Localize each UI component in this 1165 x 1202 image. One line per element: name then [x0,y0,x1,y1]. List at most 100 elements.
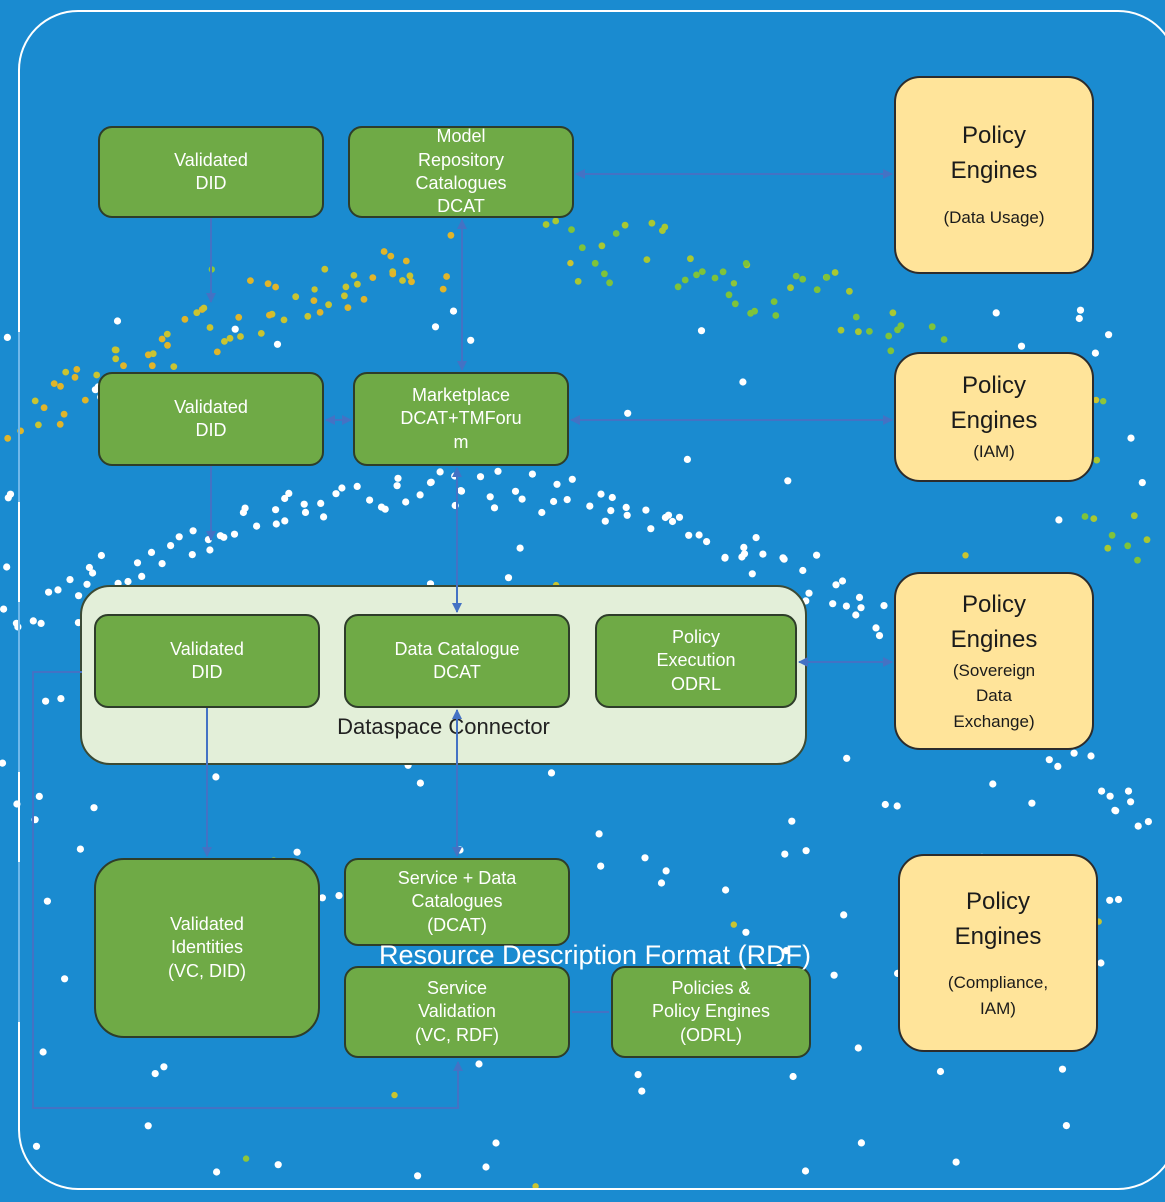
background-dot [928,323,936,331]
background-dot [31,397,39,405]
background-dot [200,304,208,312]
background-dot [697,327,706,335]
background-dot [3,333,11,341]
background-dot [547,769,556,777]
background-dot [889,309,897,317]
background-dot [366,496,374,504]
background-dot [264,280,272,288]
background-dot [854,1044,862,1052]
validated-did-mid-line: DID [195,420,227,440]
background-dot [880,602,888,610]
background-dot [504,574,513,582]
background-dot [730,921,737,928]
background-dot [285,489,293,497]
background-dot [805,589,813,597]
policy-engines-title: Engines [950,157,1038,185]
background-dot [516,544,524,552]
background-dot [147,548,156,557]
background-dot [81,396,89,404]
background-dot [1055,516,1063,524]
background-dot [752,534,760,542]
background-dot [311,286,318,293]
background-dot [725,291,733,299]
background-dot [402,498,410,506]
background-dot [414,1172,422,1180]
service-data-catalogues-line: Service + Data [397,867,517,888]
background-dot [206,546,214,554]
background-dot [66,576,74,584]
background-dot [731,300,739,308]
background-dot [292,293,300,301]
background-dot [799,566,807,575]
background-dot [213,348,221,356]
background-dot [427,478,435,486]
background-dot [1087,752,1095,760]
background-dot [781,850,789,858]
background-dot [0,605,8,613]
policy-engines-title: Engines [950,625,1038,653]
background-dot [780,555,788,563]
background-dot [325,301,332,309]
policy-execution-line: Execution [656,650,736,671]
policy-engines-iam: Policy Engines (IAM) [894,352,1094,482]
background-dot [158,560,166,568]
background-dot [597,490,605,498]
background-dot [1090,515,1098,522]
background-dot [1081,513,1089,520]
background-dot [606,279,613,287]
background-dot [164,341,171,349]
background-dot [321,265,329,273]
background-dot [657,879,666,887]
background-dot [518,495,526,503]
background-dot [1070,749,1078,757]
background-dot [542,221,550,228]
background-dot [350,272,358,279]
background-dot [830,971,838,979]
frame-side-line [18,602,20,772]
background-dot [112,346,120,354]
background-dot [638,1087,646,1095]
service-validation-line: Validation [418,1001,496,1022]
background-dot [1092,396,1100,404]
background-dot [591,259,599,267]
rdf-footer-label: Resource Description Format (RDF) [378,940,812,970]
model-repository-box: Model Repository Catalogues DCAT [348,126,574,218]
policy-engines-title: Policy [965,887,1031,915]
validated-did-top-line: Validated [174,149,248,170]
background-dot [380,248,388,255]
background-dot [406,272,414,280]
background-dot [0,759,7,767]
policy-engines-subtitle: (Sovereign [952,660,1036,680]
background-dot [73,366,81,373]
background-dot [642,506,650,514]
background-dot [608,493,616,502]
background-dot [344,304,352,311]
background-dot [721,553,729,562]
background-dot [799,275,807,283]
policy-execution-box: Policy Execution ODRL [595,614,797,708]
background-dot [789,1072,797,1081]
background-dot [703,538,711,546]
background-dot [1108,531,1116,539]
background-dot [89,569,97,577]
background-dot [511,487,520,495]
background-dot [193,309,201,317]
background-dot [60,410,68,418]
background-dot [399,277,406,284]
policy-engines-subtitle: Data [976,686,1012,706]
background-dot [40,404,48,412]
background-dot [1104,544,1112,552]
background-dot [1093,456,1101,464]
policy-engines-title: Policy [961,122,1027,150]
background-dot [885,332,893,340]
background-dot [436,468,444,476]
background-dot [552,217,560,225]
background-dot [866,328,873,335]
policy-engines-compliance-iam: Policy Engines (Compliance, IAM) [898,854,1098,1052]
background-dot [857,604,865,612]
background-dot [852,611,860,619]
policy-engines-data-usage: Policy Engines (Data Usage) [894,76,1094,274]
background-dot [181,315,189,323]
background-dot [567,259,574,267]
policy-engines-title: Engines [950,407,1038,435]
